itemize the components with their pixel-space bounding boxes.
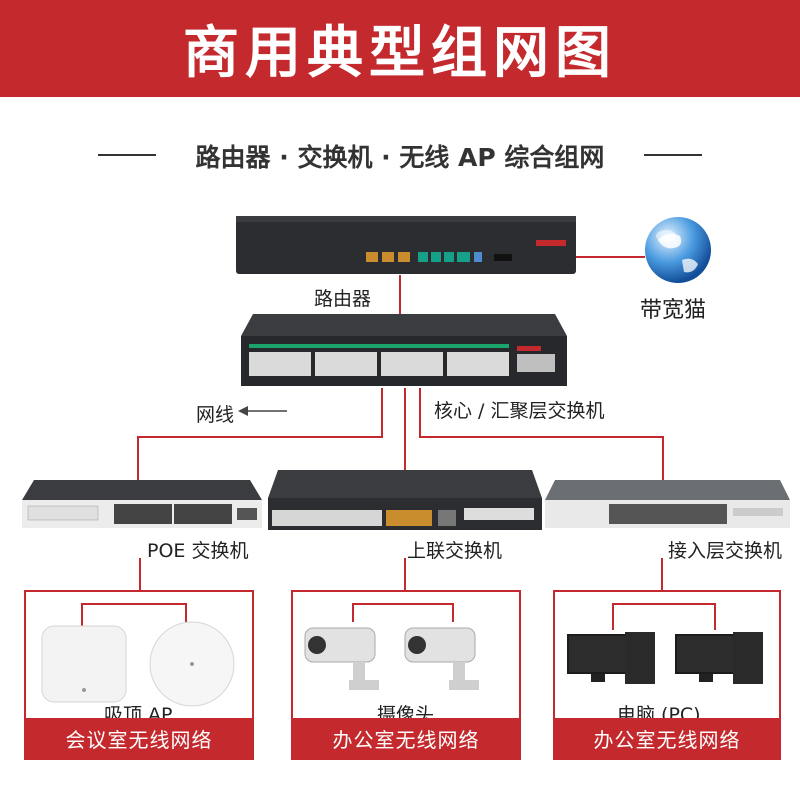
network-caption-middle: 办公室无线网络 [293, 718, 519, 758]
access-switch-label: 接入层交换机 [668, 540, 783, 562]
pc-icon [567, 632, 655, 684]
network-caption-left: 会议室无线网络 [26, 718, 252, 758]
cable-arrow [238, 406, 287, 416]
access-switch-device [545, 480, 790, 534]
uplink-switch-device [268, 470, 542, 536]
subtitle-rule-left [98, 154, 156, 156]
title-banner: 商用典型组网图 [0, 0, 800, 97]
router-device [236, 216, 576, 280]
core-switch-label: 核心 / 汇聚层交换机 [434, 400, 605, 422]
page-title: 商用典型组网图 [183, 21, 617, 86]
poe-switch-device [22, 480, 262, 534]
router-label: 路由器 [314, 288, 372, 310]
poe-switch-label: POE 交换机 [147, 540, 249, 562]
core-switch-device [241, 314, 567, 392]
core-access-link [419, 388, 664, 482]
camera-icon [404, 627, 479, 690]
network-frame-right: 电脑 (PC) 办公室无线网络 [553, 590, 781, 760]
modem-label: 带宽猫 [640, 298, 707, 323]
network-caption-right: 办公室无线网络 [555, 718, 779, 758]
network-frame-middle: 摄像头 办公室无线网络 [291, 590, 521, 760]
camera-icon [304, 627, 379, 690]
subtitle: 路由器 · 交换机 · 无线 AP 综合组网 [195, 143, 605, 172]
pc-icon [675, 632, 763, 684]
globe-icon [640, 210, 720, 294]
cable-label: 网线 [196, 404, 235, 426]
camera-group [304, 603, 479, 690]
core-poe-link [137, 388, 383, 482]
pc-group [567, 603, 763, 684]
network-frame-left: 吸顶 AP 会议室无线网络 [24, 590, 254, 760]
ap-group [41, 603, 235, 707]
uplink-switch-label: 上联交换机 [407, 540, 503, 562]
subtitle-rule-right [644, 154, 702, 156]
